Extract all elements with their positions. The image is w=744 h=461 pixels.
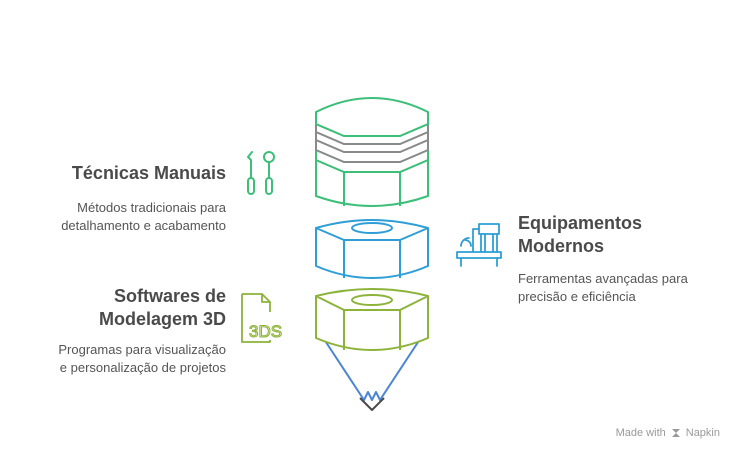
item-description-line: precisão e eficiência bbox=[518, 289, 636, 304]
item-equipamentos-modernos: Equipamentos Modernos Ferramentas avança… bbox=[518, 212, 728, 306]
item-description-line: Programas para visualização bbox=[58, 342, 226, 357]
stack-layer-tecnicas bbox=[315, 97, 429, 207]
item-description-line: Métodos tradicionais para bbox=[77, 200, 226, 215]
footer-attribution: Made with Napkin bbox=[616, 427, 720, 439]
item-description-line: detalhamento e acabamento bbox=[61, 218, 226, 233]
stack-layer-equipamentos bbox=[315, 219, 429, 279]
footer-prefix: Made with bbox=[615, 427, 666, 439]
dental-tools-icon bbox=[247, 151, 275, 195]
item-title: Softwares de bbox=[113, 286, 226, 306]
item-description-line: Ferramentas avançadas para bbox=[518, 271, 688, 286]
item-title: Técnicas Manuais bbox=[71, 163, 226, 183]
footer-brand: Napkin bbox=[685, 427, 720, 439]
stack-layer-softwares bbox=[315, 288, 429, 351]
pencil-tip bbox=[317, 329, 427, 411]
napkin-logo-icon bbox=[671, 429, 680, 437]
item-softwares-modelagem: Softwares de Modelagem 3D Programas para… bbox=[6, 285, 226, 377]
3ds-file-icon: 3DS bbox=[241, 293, 283, 343]
item-tecnicas-manuais: Técnicas Manuais Métodos tradicionais pa… bbox=[6, 162, 226, 235]
item-title: Modernos bbox=[518, 236, 605, 256]
machine-icon bbox=[456, 223, 502, 267]
item-title: Modelagem 3D bbox=[98, 309, 226, 329]
item-description-line: e personalização de projetos bbox=[59, 360, 226, 375]
3ds-file-icon-label: 3DS bbox=[249, 322, 282, 341]
item-title: Equipamentos bbox=[518, 213, 643, 233]
